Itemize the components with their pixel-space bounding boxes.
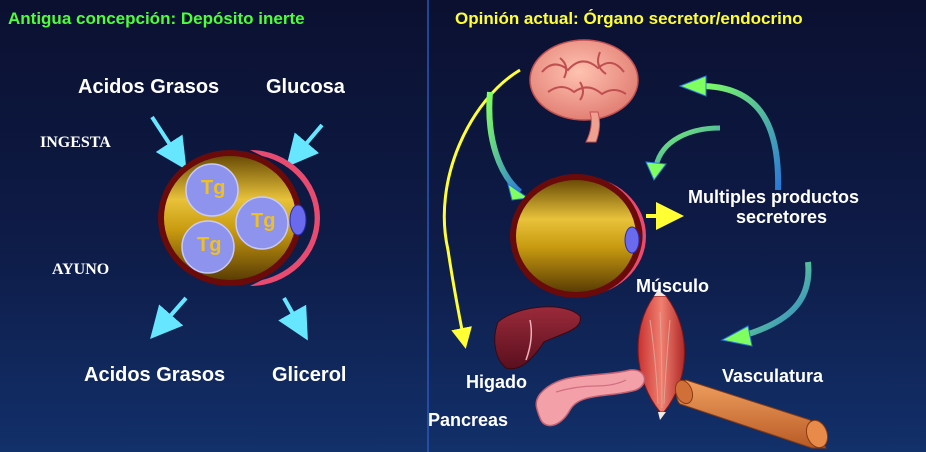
blood-vessel-icon — [672, 378, 831, 451]
droplet-label: Tg — [251, 210, 275, 233]
arrow-secretions-to-vasculature — [742, 262, 808, 336]
right-panel-title: Opinión actual: Órgano secretor/endocrin… — [455, 9, 803, 29]
label-input-glucose: Glucosa — [266, 76, 345, 99]
arrow-glucose-in — [294, 125, 322, 158]
arrow-brain-to-liver — [444, 70, 520, 340]
arrow-brain-to-adipocyte — [489, 92, 520, 192]
droplet-label: Tg — [197, 234, 221, 257]
arrow-secretions-to-vasculature-head — [722, 326, 752, 346]
adipocyte-endocrine — [510, 174, 646, 298]
label-ayuno: AYUNO — [52, 261, 109, 279]
arrow-fatty-acids-in — [152, 117, 180, 160]
label-input-fatty-acids: Acidos Grasos — [78, 76, 219, 99]
label-muscle: Músculo — [636, 276, 709, 297]
label-secretions-line1: Multiples productos — [688, 187, 859, 208]
arrow-secretions-to-brain — [700, 86, 778, 190]
arrow-fatty-acids-out — [158, 298, 186, 330]
arrow-glycerol-out — [284, 298, 302, 330]
arrow-secretions-to-brain-head — [680, 76, 706, 96]
label-ingesta: INGESTA — [40, 134, 111, 152]
label-output-fatty-acids: Acidos Grasos — [84, 364, 225, 387]
label-output-glycerol: Glicerol — [272, 364, 346, 387]
brain-icon — [530, 40, 638, 142]
left-panel — [152, 117, 322, 330]
left-panel-title: Antigua concepción: Depósito inerte — [8, 9, 305, 29]
label-pancreas: Pancreas — [428, 410, 508, 431]
label-liver: Higado — [466, 372, 527, 393]
droplet-label: Tg — [201, 177, 225, 200]
liver-icon — [495, 307, 581, 369]
label-secretions-line2: secretores — [736, 207, 827, 228]
arrow-secretions-to-brain-inner — [656, 128, 720, 166]
adipocyte-inert — [158, 150, 320, 286]
label-vasculature: Vasculatura — [722, 366, 823, 387]
pancreas-icon — [536, 370, 644, 426]
arrow-secretions-to-brain-inner-head — [646, 162, 666, 180]
